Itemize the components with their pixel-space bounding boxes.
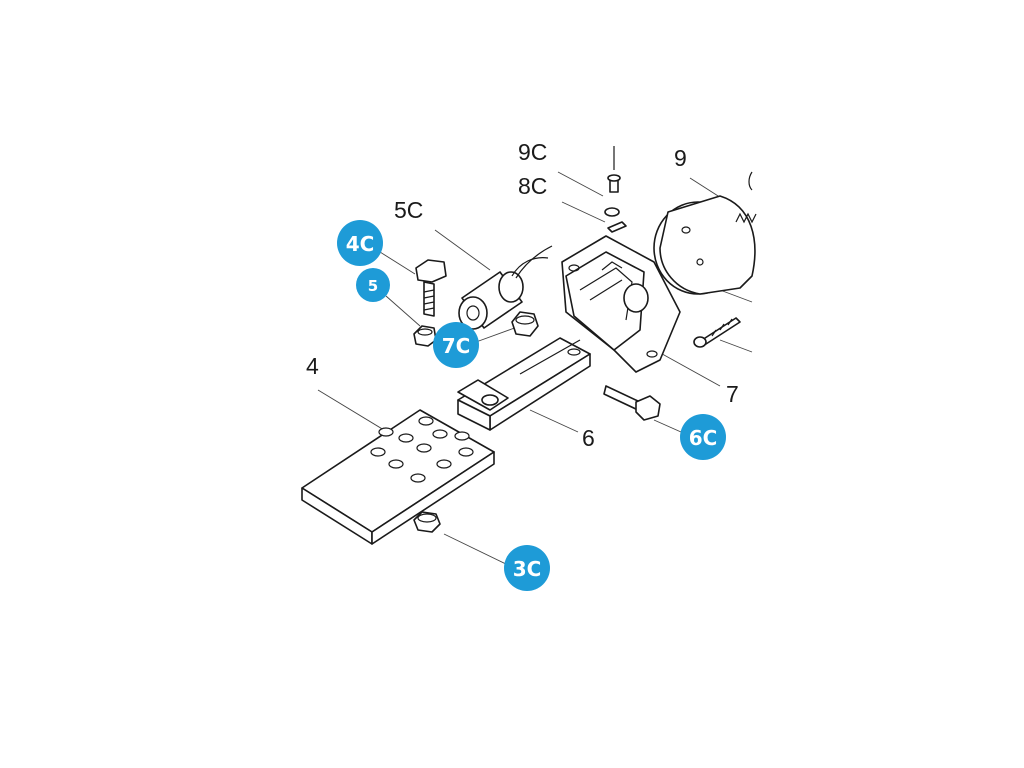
svg-text:7C: 7C (442, 334, 471, 358)
svg-text:6C: 6C (689, 426, 718, 450)
nut-part-5 (413, 325, 437, 347)
svg-text:3C: 3C (513, 557, 542, 581)
slide-arm-part-6 (457, 337, 591, 431)
nut-part-3c (413, 511, 441, 533)
base-plate-part-4 (301, 409, 495, 545)
callout-badges: 4C 5 7C 6C 3C (337, 220, 726, 591)
long-screw (693, 317, 741, 348)
label-4: 4 (306, 353, 319, 379)
leader-lines (317, 171, 753, 567)
svg-text:4C: 4C (346, 232, 375, 256)
bolt-part-4c (415, 259, 447, 317)
spring (735, 171, 757, 224)
badge-6c: 6C (680, 414, 726, 460)
bolt-part-6c (603, 385, 661, 421)
screw-part-9c (607, 146, 621, 193)
badge-5: 5 (356, 268, 390, 302)
label-6: 6 (582, 425, 595, 451)
badge-4c: 4C (337, 220, 383, 266)
cover-part-9 (653, 195, 756, 295)
part-labels: 9C 8C 9 5C 4 6 7 (306, 139, 739, 451)
label-8c: 8C (518, 173, 547, 199)
badge-7c: 7C (433, 322, 479, 368)
nut-part-7c (511, 311, 539, 337)
label-9c: 9C (518, 139, 547, 165)
label-5c: 5C (394, 197, 423, 223)
solenoid-part-5c (458, 245, 553, 330)
svg-text:5: 5 (368, 277, 378, 295)
housing-part-7 (561, 235, 681, 373)
label-7: 7 (726, 381, 739, 407)
washer-part-8c (604, 207, 627, 233)
label-9: 9 (674, 145, 687, 171)
badge-3c: 3C (504, 545, 550, 591)
